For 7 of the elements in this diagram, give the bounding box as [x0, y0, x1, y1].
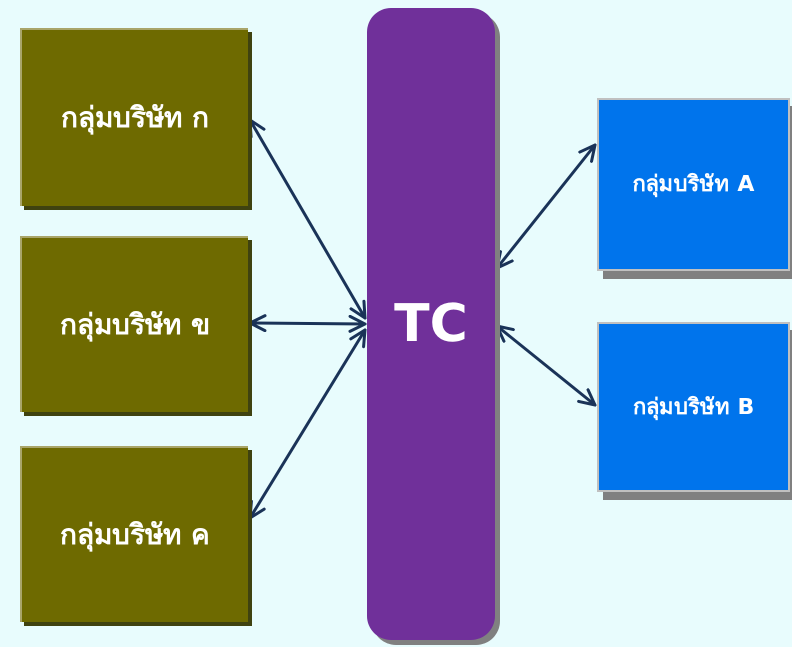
node-label: กลุ่มบริษัท B: [632, 394, 754, 422]
node-label: กลุ่มบริษัท ข: [60, 307, 210, 344]
hub-bar: [367, 8, 495, 640]
node-label: กลุ่มบริษัท A: [632, 171, 754, 200]
node-label: กลุ่มบริษัท ค: [60, 517, 210, 554]
node-label: TC: [394, 293, 468, 356]
node-label: กลุ่มบริษัท ก: [61, 100, 209, 137]
